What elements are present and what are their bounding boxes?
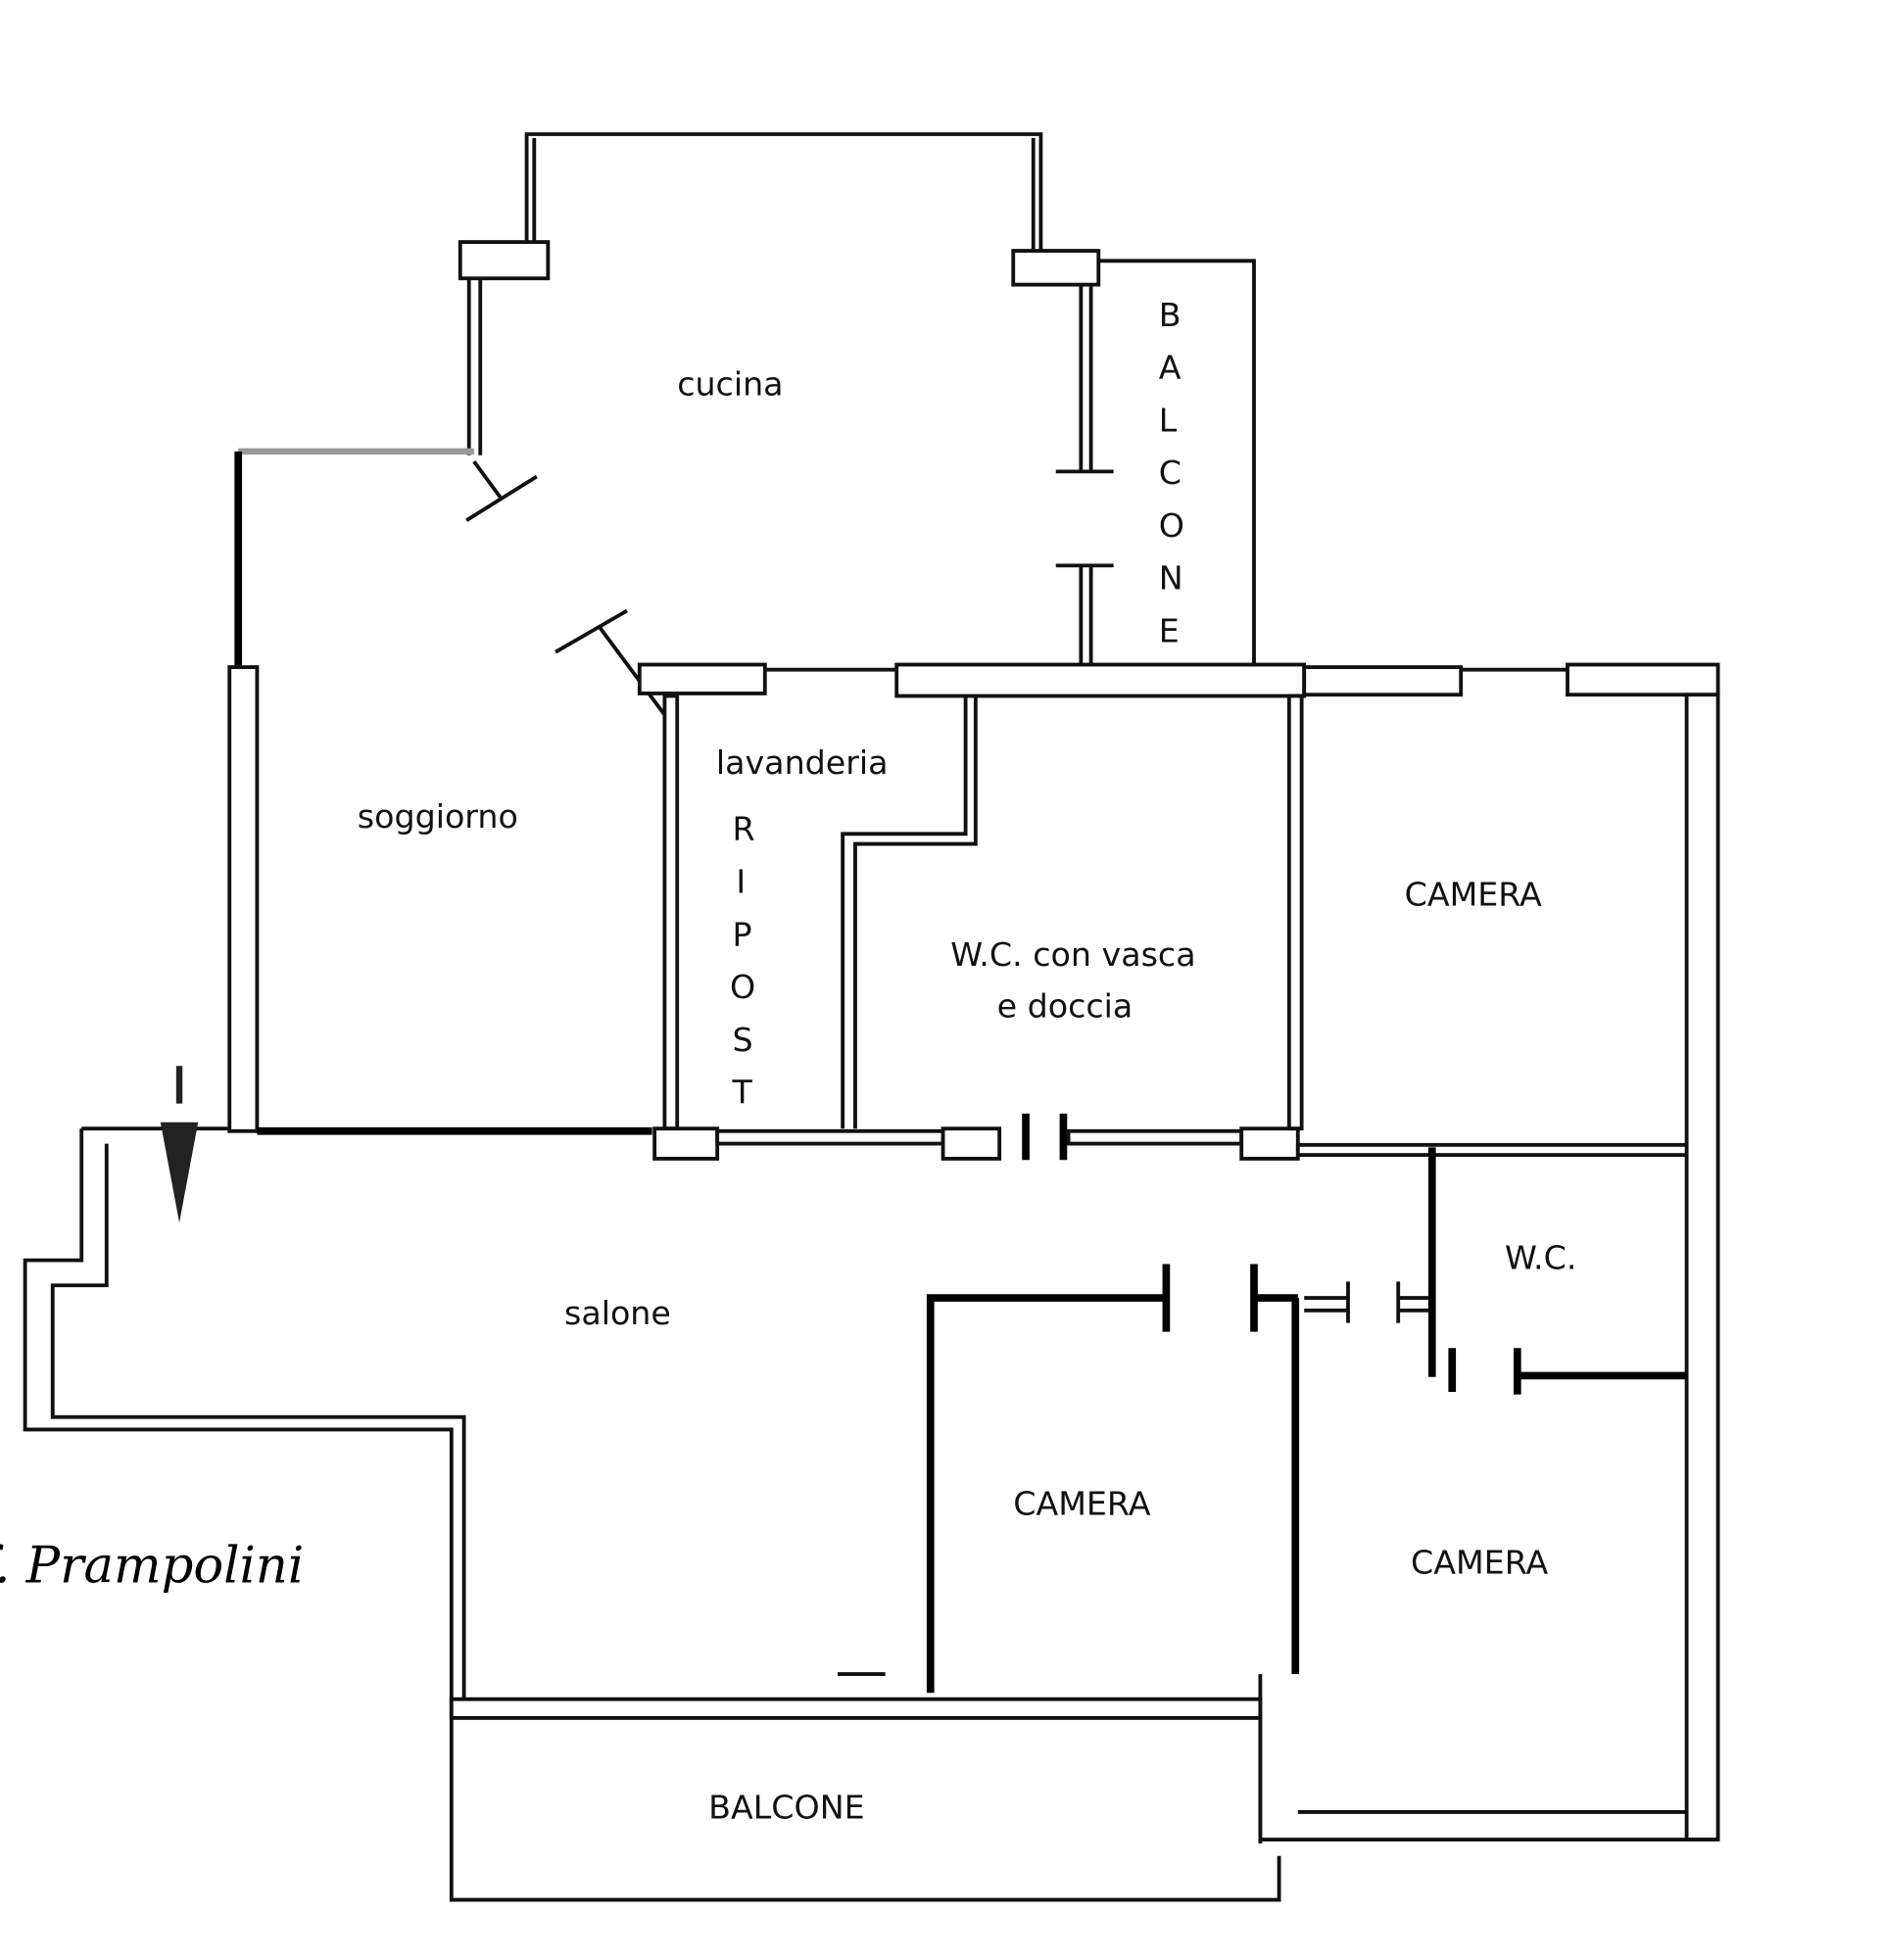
room-label-balcone-vertical: B A L C O N E — [1159, 296, 1184, 650]
letter: A — [1159, 349, 1182, 387]
room-label-camera-top-right: CAMERA — [1405, 875, 1542, 913]
letter: N — [1159, 559, 1183, 598]
room-label-wc-bath-line1: W.C. con vasca — [950, 935, 1195, 974]
room-label-soggiorno: soggiorno — [358, 797, 518, 836]
letter: T — [732, 1074, 753, 1112]
letter: S — [733, 1021, 753, 1059]
letter: C — [1159, 454, 1182, 492]
letter: R — [733, 810, 755, 848]
entrance-arrow-icon — [160, 1066, 199, 1223]
room-label-ripost-vertical: R I P O S T — [730, 810, 755, 1112]
room-label-wc-bath-line2: e doccia — [997, 986, 1133, 1025]
letter: P — [733, 915, 752, 953]
letter: I — [736, 863, 746, 901]
room-label-lavanderia: lavanderia — [716, 743, 889, 782]
room-label-wc: W.C. — [1505, 1239, 1576, 1277]
letter: E — [1159, 611, 1180, 649]
room-label-salone: salone — [564, 1294, 671, 1332]
room-label-cucina: cucina — [677, 364, 783, 403]
signature: f. Prampolini — [0, 1537, 304, 1596]
room-label-balcone-bottom: BALCONE — [708, 1788, 864, 1826]
letter: B — [1159, 296, 1182, 334]
letter: O — [1159, 506, 1184, 545]
letter: L — [1159, 401, 1178, 439]
letter: O — [730, 968, 755, 1006]
walls — [23, 132, 1720, 1902]
room-label-camera-middle: CAMERA — [1013, 1485, 1150, 1523]
room-label-camera-bottom-right: CAMERA — [1411, 1544, 1548, 1582]
